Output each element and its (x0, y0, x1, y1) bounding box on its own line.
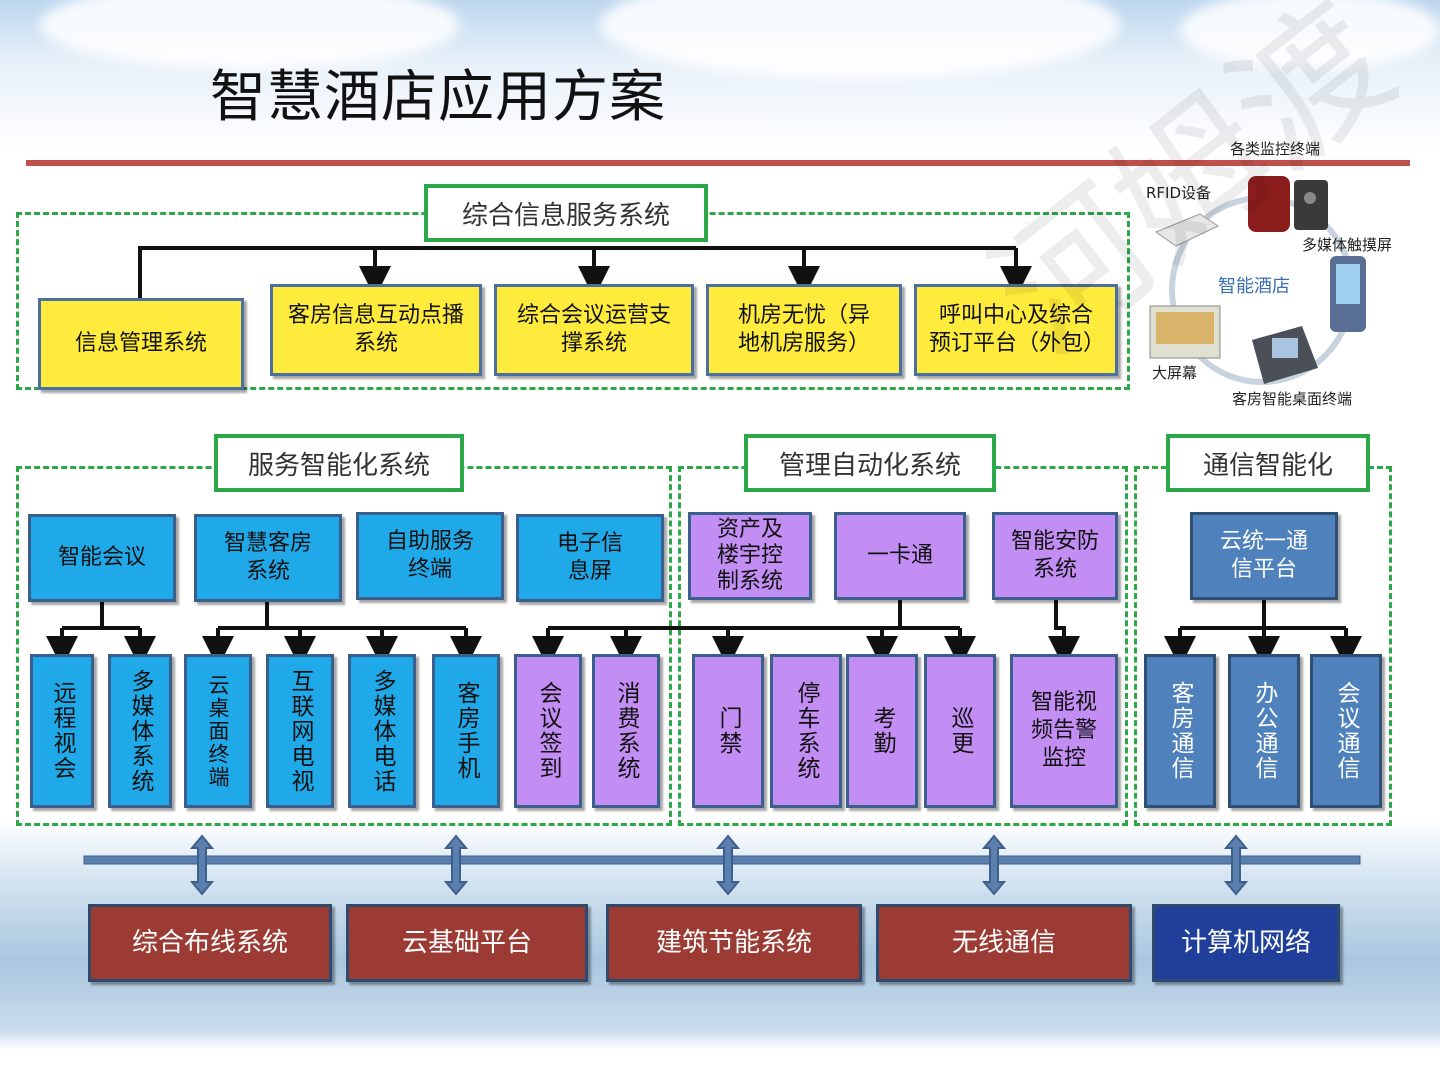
card-system-box: 一卡通 (834, 512, 966, 600)
label-desk-terminal: 客房智能桌面终端 (1232, 390, 1353, 408)
call-center-box: 呼叫中心及综合预订平台（外包） (914, 284, 1118, 376)
label-center: 智能酒店 (1218, 276, 1290, 297)
service-child-box: 会议签到 (514, 654, 582, 808)
comm-child-box: 办公通信 (1228, 654, 1300, 808)
label-screen: 大屏幕 (1152, 364, 1198, 382)
comm-child-box: 会议通信 (1310, 654, 1382, 808)
video-alarm-box: 智能视频告警监控 (1010, 654, 1118, 808)
management-child-box: 考勤 (846, 654, 918, 808)
title-divider (26, 160, 1410, 166)
comm-group-label: 通信智能化 (1166, 434, 1370, 492)
page-title: 智慧酒店应用方案 (210, 65, 666, 130)
service-child-box: 多媒体系统 (108, 654, 172, 808)
label-rfid: RFID设备 (1146, 184, 1212, 202)
management-group-label: 管理自动化系统 (744, 434, 996, 492)
meeting-ops-box: 综合会议运营支撑系统 (494, 284, 694, 376)
cloud-platform-box: 云基础平台 (346, 904, 588, 982)
comm-child-box: 客房通信 (1144, 654, 1216, 808)
management-child-box: 巡更 (924, 654, 996, 808)
service-group-label: 服务智能化系统 (214, 434, 464, 492)
service-child-box: 云桌面终端 (184, 654, 252, 808)
self-service-box: 自助服务终端 (356, 512, 504, 600)
smart-meeting-box: 智能会议 (28, 514, 176, 602)
label-touch: 多媒体触摸屏 (1302, 236, 1393, 254)
cabling-box: 综合布线系统 (88, 904, 332, 982)
network-box: 计算机网络 (1152, 904, 1340, 982)
cloud (40, 0, 460, 70)
management-child-box: 门禁 (692, 654, 764, 808)
room-vod-box: 客房信息互动点播系统 (270, 284, 482, 376)
unified-comm-box: 云统一通信平台 (1190, 512, 1338, 600)
energy-box: 建筑节能系统 (606, 904, 862, 982)
management-child-box: 停车系统 (770, 654, 842, 808)
service-child-box: 消费系统 (592, 654, 660, 808)
service-child-box: 互联网电视 (266, 654, 334, 808)
top-group-label: 综合信息服务系统 (424, 184, 708, 242)
e-screen-box: 电子信息屏 (516, 514, 664, 602)
wireless-box: 无线通信 (876, 904, 1132, 982)
info-management-box: 信息管理系统 (38, 298, 244, 390)
service-child-box: 多媒体电话 (348, 654, 416, 808)
cloud (1180, 0, 1440, 70)
label-monitor: 各类监控终端 (1230, 140, 1321, 158)
smart-room-box: 智慧客房系统 (194, 514, 342, 602)
service-child-box: 客房手机 (432, 654, 500, 808)
service-child-box: 远程视会 (30, 654, 94, 808)
security-box: 智能安防系统 (992, 512, 1118, 600)
building-control-box: 资产及楼宇控制系统 (688, 512, 812, 600)
server-room-box: 机房无忧（异地机房服务） (706, 284, 902, 376)
